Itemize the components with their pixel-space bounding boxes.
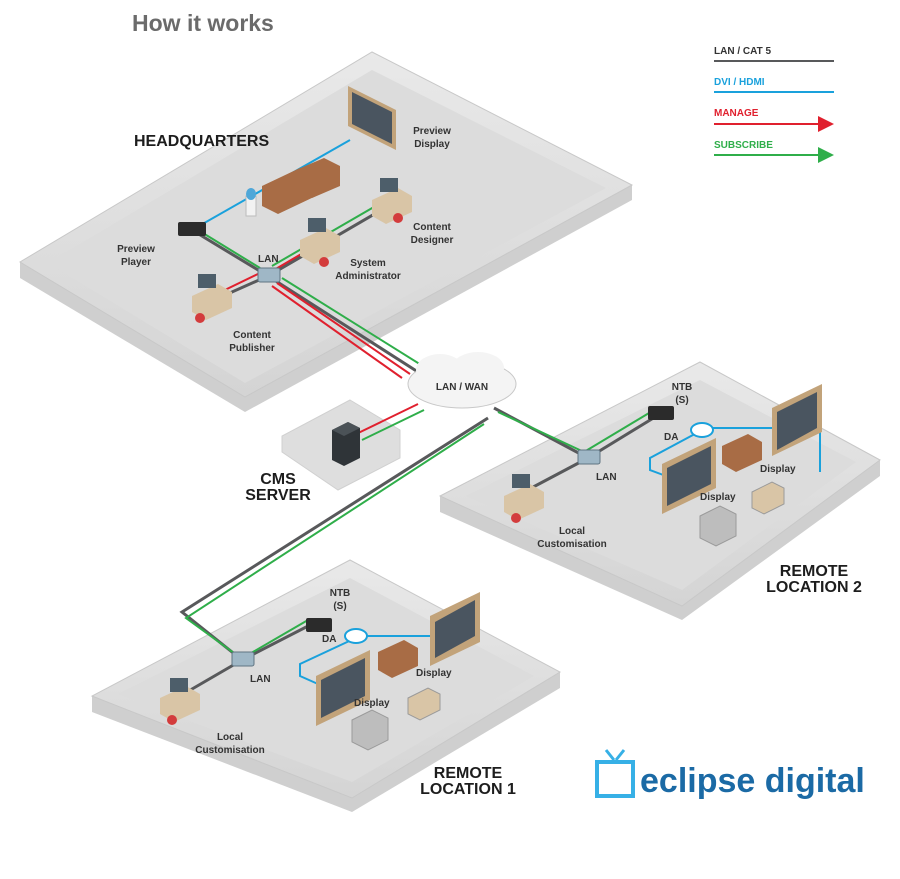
r2-da-label: DA [664,432,678,443]
r1-display-left-label: Display [354,698,390,709]
r2-display-left-label: Display [700,492,736,503]
lan-wan-cloud [407,352,517,409]
r2-ntb-label: NTB(S) [672,382,693,406]
r1-ntb-player [306,618,332,632]
sofas [262,158,762,678]
remote2-platform [438,361,881,620]
lan-switches [231,267,601,667]
hq-lan-label: LAN [258,254,279,265]
legend-manage-label: MANAGE [714,108,759,119]
cms-server-rack [332,422,360,466]
subscribe-lines [184,199,655,657]
r1-lan-label: LAN [250,674,271,685]
da-splitters [344,422,714,644]
page-title: How it works [132,10,274,36]
lan-wan-label: LAN / WAN [436,382,488,393]
water-cooler [245,188,257,217]
r2-ntb-player [648,406,674,420]
display-screens [316,86,822,726]
tv-icon [595,749,635,798]
brand-name: eclipse digital [640,762,865,800]
media-players [178,222,674,632]
preview-player-box [178,222,206,236]
workstations [160,178,544,725]
r1-display-right-label: Display [416,668,452,679]
headquarters-label: HEADQUARTERS [134,133,269,150]
legend: LAN / CAT 5 DVI / HDMI MANAGE SUBSCRIBE [714,46,834,163]
eclipse-digital-logo: eclipse digital [595,749,865,800]
legend-lan-label: LAN / CAT 5 [714,46,771,57]
r1-da-label: DA [322,634,336,645]
hq-lan-switch [257,267,281,283]
r2-display-right-label: Display [760,464,796,475]
legend-subscribe-label: SUBSCRIBE [714,140,773,151]
r1-lan-switch [231,651,255,667]
r2-lan-switch [577,449,601,465]
legend-dvi-label: DVI / HDMI [714,77,765,88]
shelves [351,481,785,751]
r2-lan-label: LAN [596,472,617,483]
r1-ntb-label: NTB(S) [330,588,351,612]
